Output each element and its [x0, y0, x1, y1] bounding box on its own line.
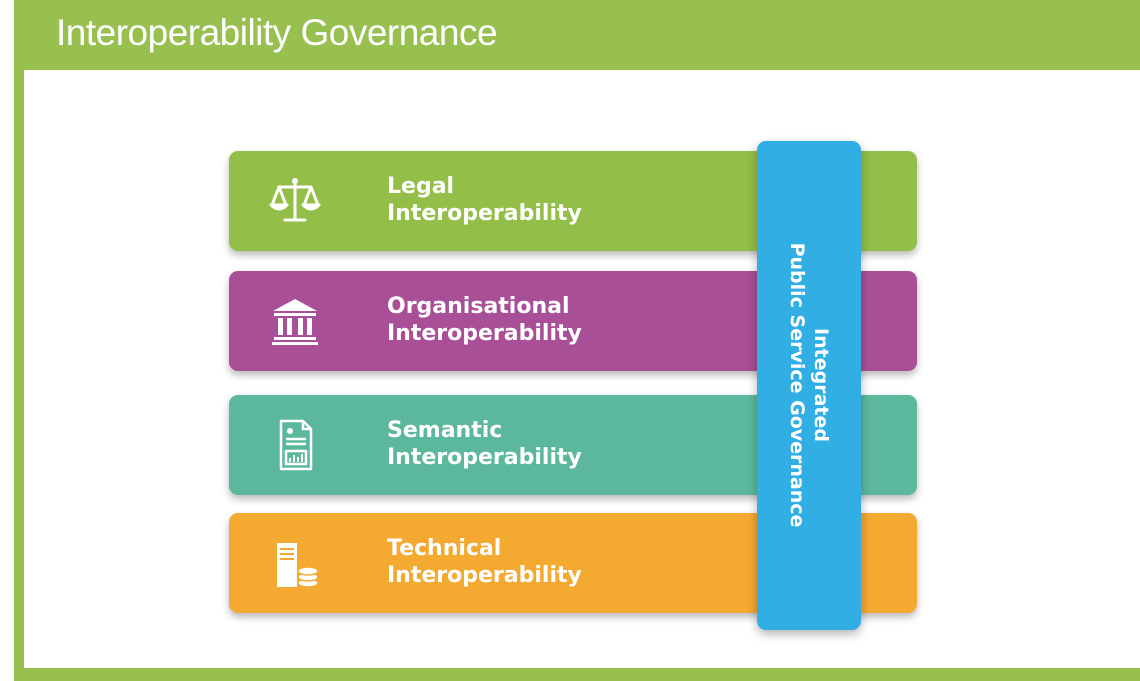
- frame-left-border: [14, 0, 24, 681]
- pillar-label: Integrated Public Service Governance: [785, 243, 833, 528]
- layer-technical-subtitle: Interoperability: [387, 563, 582, 588]
- layer-organisational-label: Organisational Interoperability: [387, 293, 582, 347]
- layer-semantic-subtitle: Interoperability: [387, 445, 582, 470]
- layer-technical-title: Technical: [387, 536, 502, 561]
- layer-legal-title: Legal: [387, 174, 455, 199]
- layer-organisational-title: Organisational: [387, 294, 570, 319]
- layer-semantic-label: Semantic Interoperability: [387, 417, 582, 471]
- scales-of-justice-icon: [265, 171, 325, 231]
- institution-building-icon: [265, 291, 325, 351]
- layer-organisational-subtitle: Interoperability: [387, 321, 582, 346]
- pillar-line-2: Public Service Governance: [786, 242, 808, 528]
- pillar-line-1: Integrated: [810, 328, 832, 442]
- server-database-icon: [265, 533, 325, 593]
- layer-legal-label: Legal Interoperability: [387, 173, 582, 227]
- layer-technical-label: Technical Interoperability: [387, 535, 582, 589]
- layer-legal-subtitle: Interoperability: [387, 201, 582, 226]
- page-title: Interoperability Governance: [56, 12, 498, 53]
- frame-bottom-border: [14, 668, 1140, 681]
- layer-semantic-title: Semantic: [387, 418, 503, 443]
- header-band: [14, 0, 1140, 70]
- document-data-icon: [265, 415, 325, 475]
- integrated-governance-pillar: Integrated Public Service Governance: [757, 141, 861, 630]
